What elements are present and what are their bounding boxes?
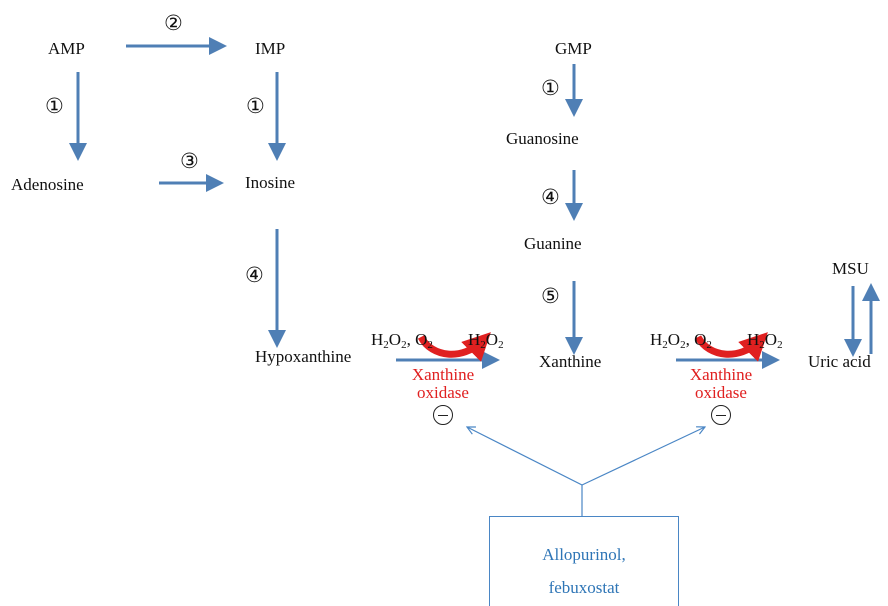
node-xanthine: Xanthine bbox=[539, 352, 602, 371]
inhibition-minus-icon-left bbox=[433, 405, 453, 425]
step-label-guanosine-guanine: ④ bbox=[541, 185, 560, 209]
node-adenosine: Adenosine bbox=[11, 175, 84, 194]
inhibitor-line-right bbox=[581, 427, 705, 486]
product-right: H2O2 bbox=[747, 330, 783, 351]
inhibitor-drug-line1: Allopurinol, bbox=[542, 545, 626, 564]
step-label-inosine-hypoxanthine: ④ bbox=[245, 263, 264, 287]
inhibitor-drug-box: Allopurinol, febuxostat bbox=[489, 516, 679, 606]
node-guanine: Guanine bbox=[524, 234, 582, 253]
inhibitor-line-left bbox=[467, 427, 583, 516]
curved-arrow-right bbox=[694, 332, 768, 362]
step-label-gmp-guanosine: ① bbox=[541, 76, 560, 100]
step-label-guanine-xanthine: ⑤ bbox=[541, 284, 560, 308]
enzyme-left-line1: Xanthine bbox=[411, 365, 475, 384]
node-uric-acid: Uric acid bbox=[808, 352, 871, 371]
curved-arrow-left bbox=[417, 332, 491, 362]
node-guanosine: Guanosine bbox=[506, 129, 579, 148]
reactants-right: H2O2, O2 bbox=[650, 330, 712, 351]
step-label-adenosine-inosine: ③ bbox=[180, 149, 199, 173]
node-inosine: Inosine bbox=[245, 173, 296, 192]
enzyme-right-line1: Xanthine bbox=[689, 365, 753, 384]
reactants-left: H2O2, O2 bbox=[371, 330, 433, 351]
node-amp: AMP bbox=[48, 39, 85, 58]
node-imp: IMP bbox=[255, 39, 286, 58]
inhibition-minus-icon-right bbox=[711, 405, 731, 425]
step-label-amp-imp: ② bbox=[164, 11, 183, 35]
enzyme-label-left: Xanthine oxidase bbox=[388, 366, 498, 402]
enzyme-label-right: Xanthine oxidase bbox=[666, 366, 776, 402]
inhibitor-drug-line2: febuxostat bbox=[548, 578, 620, 597]
enzyme-right-line2: oxidase bbox=[695, 383, 747, 402]
node-hypoxanthine: Hypoxanthine bbox=[255, 347, 352, 366]
node-gmp: GMP bbox=[555, 39, 592, 58]
step-label-amp-adenosine: ① bbox=[45, 94, 64, 118]
step-label-imp-inosine: ① bbox=[246, 94, 265, 118]
node-msu: MSU bbox=[832, 259, 869, 278]
product-left: H2O2 bbox=[468, 330, 504, 351]
enzyme-left-line2: oxidase bbox=[417, 383, 469, 402]
